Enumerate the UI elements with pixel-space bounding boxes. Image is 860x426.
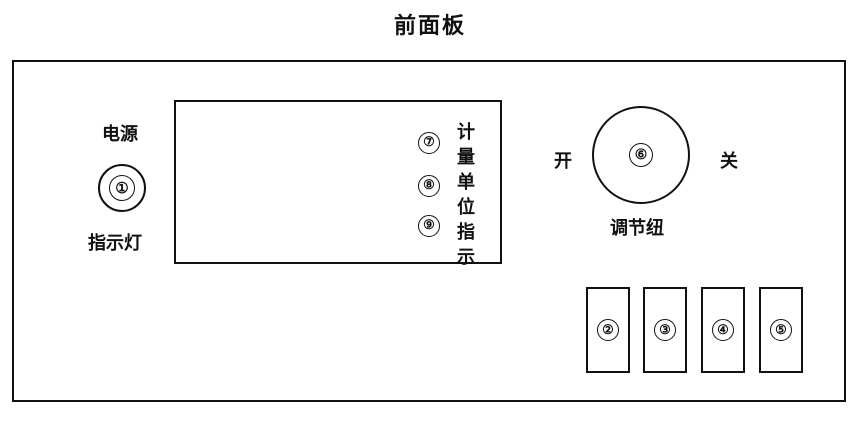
- indicator-number-7: ⑦: [418, 131, 440, 154]
- key-number-2: ②: [597, 319, 619, 341]
- adjustment-knob: ⑥: [592, 106, 690, 204]
- key-3: ③: [643, 287, 687, 373]
- display-window: [174, 100, 502, 264]
- knob-number-6: ⑥: [629, 143, 653, 167]
- front-panel-outline: [12, 60, 846, 402]
- unit-indicator-label: 计量单位指示: [457, 122, 475, 268]
- unit-indicator-7: ⑦: [418, 131, 440, 154]
- key-number-5: ⑤: [770, 319, 792, 341]
- unit-indicator-9: ⑨: [418, 214, 440, 237]
- knob-off-label: 关: [720, 151, 738, 172]
- power-indicator-lamp: ①: [98, 164, 146, 212]
- key-5: ⑤: [759, 287, 803, 373]
- indicator-lamp-label: 指示灯: [88, 233, 142, 254]
- indicator-number-9: ⑨: [418, 214, 440, 237]
- power-label: 电源: [102, 124, 138, 145]
- diagram-title: 前面板: [393, 13, 466, 39]
- key-4: ④: [701, 287, 745, 373]
- key-2: ②: [586, 287, 630, 373]
- knob-on-label: 开: [554, 151, 572, 172]
- knob-label: 调节纽: [610, 218, 664, 239]
- indicator-number-8: ⑧: [418, 174, 440, 197]
- key-number-4: ④: [712, 319, 734, 341]
- unit-indicator-8: ⑧: [418, 174, 440, 197]
- indicator-number-1: ①: [109, 175, 135, 201]
- key-number-3: ③: [654, 319, 676, 341]
